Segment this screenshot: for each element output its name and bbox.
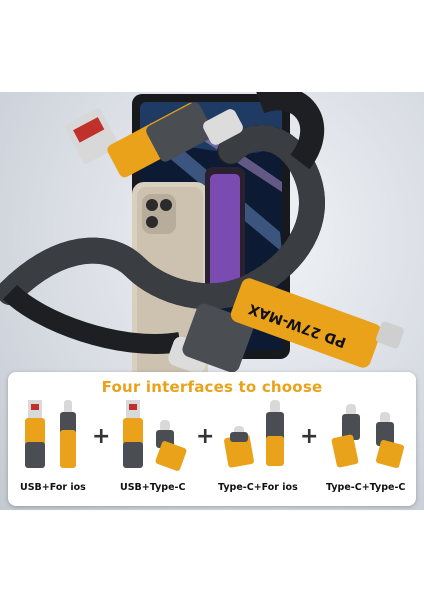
panel-title: Four interfaces to choose: [101, 378, 323, 396]
option-label-type-c-type-c: Type-C+Type-C: [326, 482, 406, 493]
option-label-type-c-for-ios: Type-C+For ios: [218, 482, 298, 493]
plus-separator: +: [92, 424, 111, 449]
usb-type-c-cable-icon: [123, 400, 187, 471]
type-c-lightning-cable-icon: [224, 400, 284, 468]
option-label-usb-for-ios: USB+For ios: [20, 482, 86, 493]
plus-separator: +: [300, 424, 319, 449]
plus-separator: +: [196, 424, 215, 449]
product-photo: PD 27W-MAX: [0, 92, 424, 510]
usb-a-connector-top: [65, 102, 243, 178]
option-label-usb-type-c: USB+Type-C: [120, 482, 186, 493]
usb-lightning-cable-icon: [25, 400, 76, 468]
cable-and-phone-illustration: PD 27W-MAX: [0, 92, 404, 387]
type-c-type-c-cable-icon: [331, 404, 405, 469]
